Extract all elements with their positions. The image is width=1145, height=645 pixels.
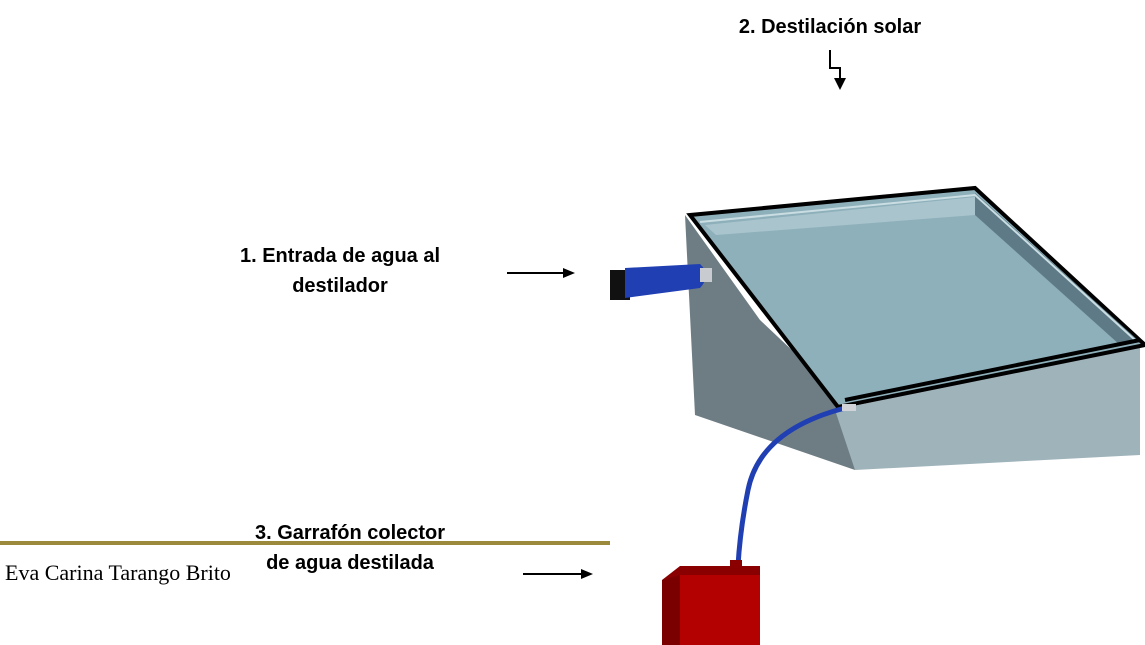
label-water-inlet: 1. Entrada de agua al destilador — [200, 241, 480, 301]
glass-cover — [686, 185, 1145, 410]
label-collector-line1: 3. Garrafón colector — [254, 522, 446, 544]
inlet-hose — [610, 264, 712, 300]
label-solar-distillation-text: 2. Destilación solar — [738, 16, 922, 38]
basin-back-wall — [705, 197, 975, 235]
label-collector-line2: de agua destilada — [266, 552, 434, 574]
outlet-hose — [735, 405, 846, 567]
arrow-label2 — [829, 50, 846, 90]
label-collector: 3. Garrafón colector de agua destilada — [210, 518, 490, 578]
arrow-label3 — [523, 569, 593, 579]
basin-edge-line — [699, 193, 1136, 341]
footer-rule — [0, 541, 610, 545]
still-box-front — [835, 345, 1140, 470]
footer-author: Eva Carina Tarango Brito — [5, 560, 231, 585]
arrow-label1 — [507, 268, 575, 278]
label-water-inlet-line1: 1. Entrada de agua al — [239, 245, 441, 267]
still-box-side — [685, 215, 855, 470]
label-water-inlet-line2: destilador — [292, 275, 388, 297]
collector-container — [662, 560, 760, 645]
label-solar-distillation: 2. Destilación solar — [700, 12, 960, 42]
